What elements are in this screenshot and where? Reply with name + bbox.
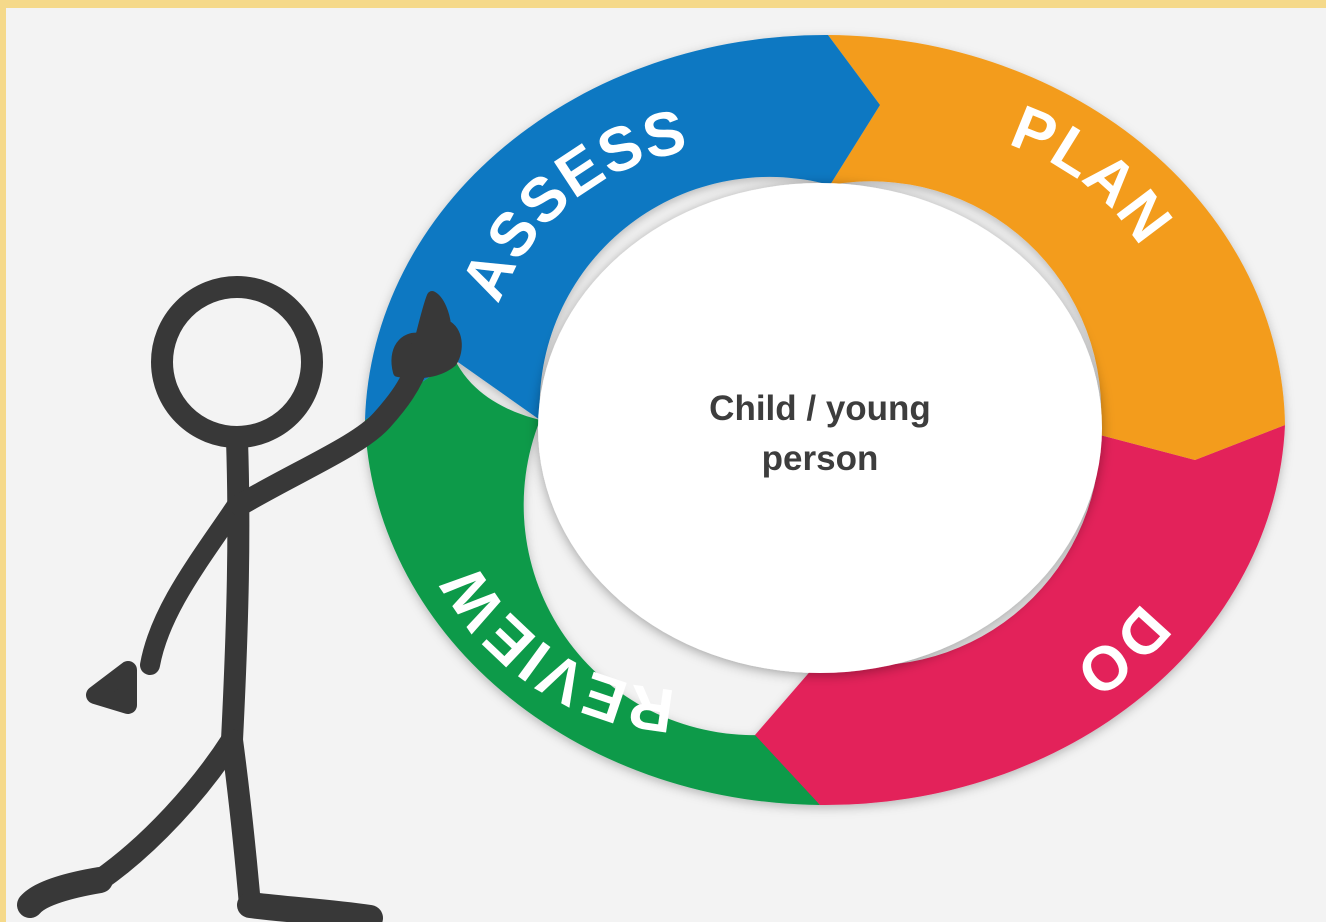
- segment-review: [365, 360, 820, 805]
- figure-pointing-hand: [391, 291, 462, 379]
- stick-figure-pointing-icon: [17, 276, 462, 922]
- center-text-line2: person: [762, 439, 879, 478]
- figure-right-foot: [237, 892, 383, 922]
- frame-left-edge: [0, 0, 6, 922]
- figure-left-arm: [140, 495, 247, 675]
- figure-left-hand: [86, 661, 137, 714]
- figure-right-arm: [229, 354, 429, 516]
- figure-left-leg: [89, 729, 243, 891]
- cycle-ring: [365, 34, 1285, 806]
- segment-assess: [365, 34, 880, 420]
- segment-do: [755, 425, 1285, 806]
- figure-body: [221, 429, 250, 751]
- figure-right-leg: [221, 729, 261, 916]
- center-circle: [538, 183, 1102, 673]
- center-text-line1: Child / young: [709, 389, 931, 428]
- figure-head: [151, 276, 323, 448]
- figure-left-foot: [17, 867, 113, 918]
- segment-plan: [828, 35, 1285, 460]
- frame-top-edge: [0, 0, 1326, 8]
